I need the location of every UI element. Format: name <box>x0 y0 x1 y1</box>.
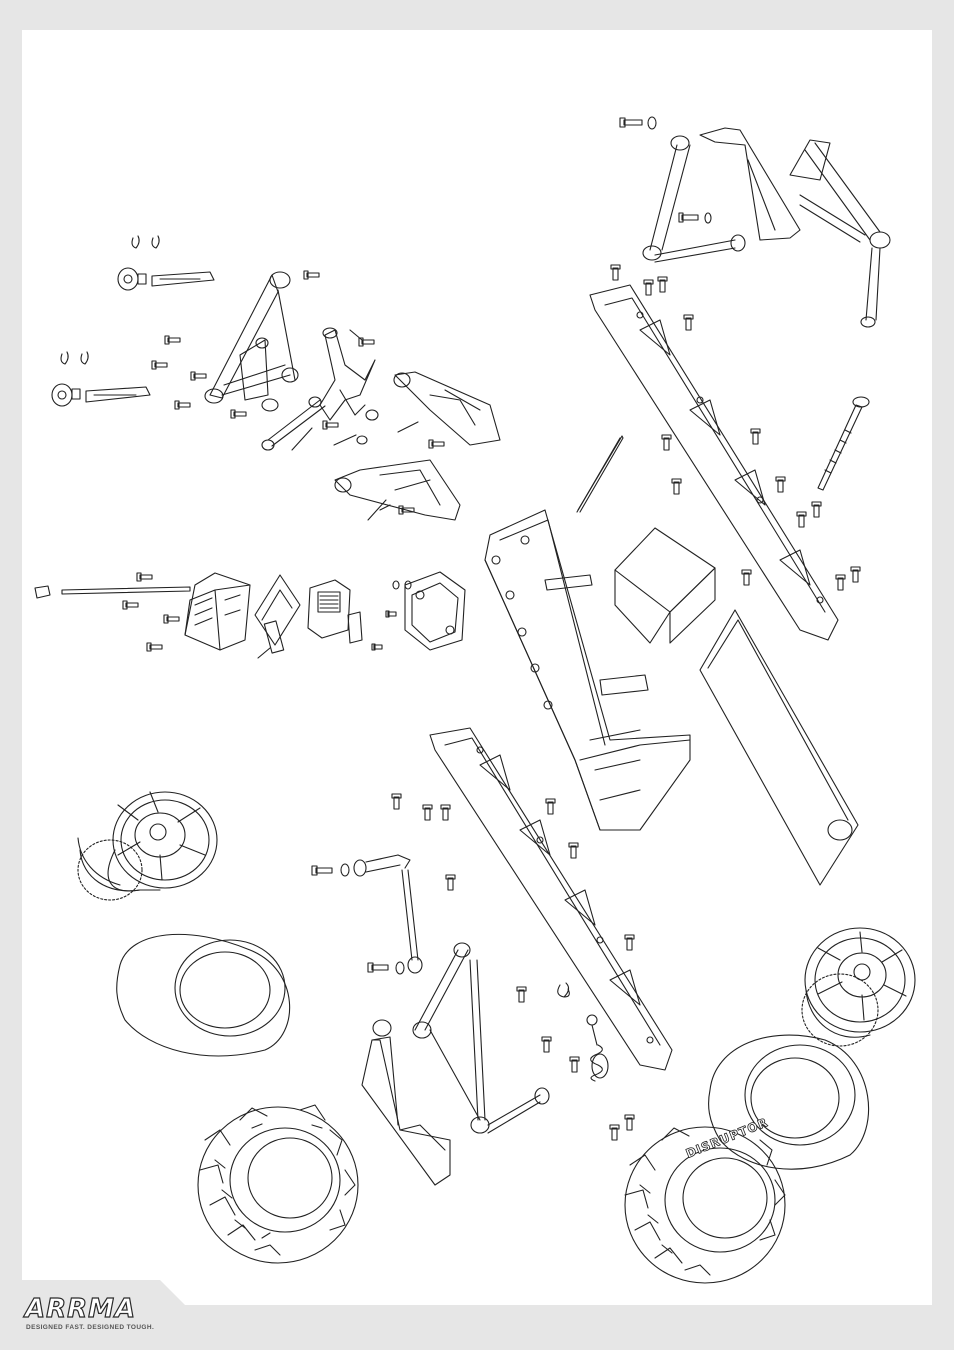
body-clip-icon <box>132 236 139 248</box>
wheel-left <box>78 792 217 900</box>
rear-lower-arm <box>413 943 549 1133</box>
antenna-mount <box>255 575 300 658</box>
battery-strap <box>577 436 623 512</box>
screw-icon <box>620 118 642 127</box>
brand-tagline: DESIGNED FAST. DESIGNED TOUGH. <box>26 1324 154 1331</box>
front-lower-arm-upper <box>394 372 500 445</box>
chassis-rail-left <box>430 728 672 1070</box>
body-clip-icon <box>81 352 88 364</box>
tire-left <box>198 1105 358 1263</box>
front-shock-tower <box>205 272 298 411</box>
steering-link <box>262 397 325 450</box>
wheel-right <box>802 928 915 1046</box>
body-post-front-right <box>52 352 150 406</box>
front-lower-arm-lower <box>335 460 460 520</box>
steering-servo-linkage <box>35 573 190 651</box>
body-clip-icon <box>61 352 68 364</box>
screw-set-left-rail <box>392 794 634 1140</box>
screw-icon <box>679 213 698 222</box>
body-clip-icon <box>152 236 159 248</box>
battery-tray-plate <box>700 610 858 885</box>
receiver-box-lid <box>405 572 465 650</box>
rear-hinge-bracket <box>362 1020 450 1185</box>
rear-upper-arm-assembly <box>620 117 890 327</box>
body-post-front-left <box>118 236 214 290</box>
front-upper-link <box>312 855 422 974</box>
misc-hardware <box>348 581 411 650</box>
receiver <box>308 580 350 638</box>
receiver-box <box>185 573 250 650</box>
esc-switch <box>558 983 608 1081</box>
battery-pack <box>615 528 715 643</box>
logo-wordmark: ARRMA <box>25 1296 136 1322</box>
chassis-tub <box>485 510 690 830</box>
tire-insert-left <box>117 934 290 1056</box>
tire-brand-text: DISRUPTOR <box>684 1115 770 1161</box>
washer-icon <box>648 117 656 129</box>
brand-logo: ARRMA DESIGNED FAST. DESIGNED TOUGH. <box>25 1296 195 1336</box>
chassis-rail-right <box>590 285 838 640</box>
screw-set-front <box>152 271 444 520</box>
hinge-pin-long <box>818 397 869 490</box>
